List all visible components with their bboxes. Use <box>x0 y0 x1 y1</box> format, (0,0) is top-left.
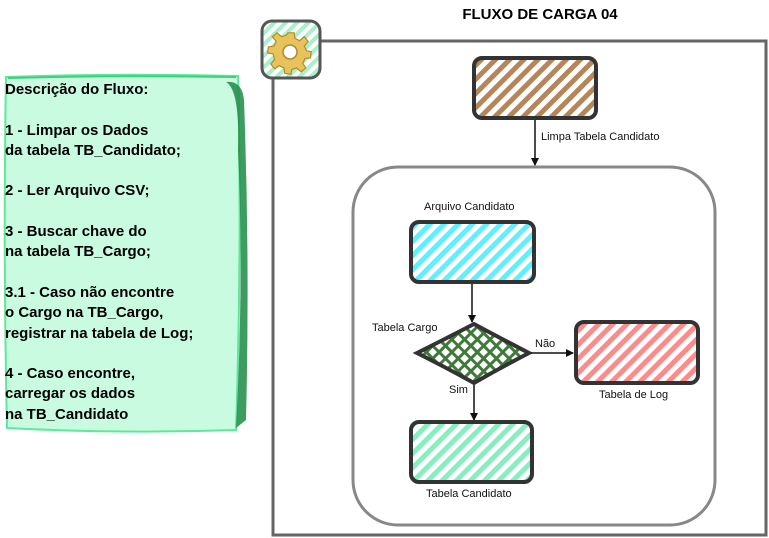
edge-label-nao: Não <box>535 338 556 350</box>
description-text: Descrição do Fluxo: 1 - Limpar os Dados … <box>5 80 237 425</box>
description-line: 2 - Ler Arquivo CSV; <box>5 182 150 200</box>
description-line: 1 - Limpar os Dados <box>5 121 149 139</box>
description-line: na tabela TB_Cargo; <box>5 243 151 261</box>
tabela-log-label: Tabela de Log <box>599 389 669 401</box>
tabela-cargo-label: Tabela Cargo <box>372 322 438 334</box>
description-line: 3 - Buscar chave do <box>5 223 147 241</box>
outer-container <box>271 39 768 537</box>
edge-label-sim: Sim <box>449 384 468 396</box>
description-note <box>3 73 248 433</box>
description-line <box>5 202 237 222</box>
limpa-tabela-label: Limpa Tabela Candidato <box>541 131 660 143</box>
arquivo-candidato-label: Arquivo Candidato <box>424 201 515 213</box>
description-line: Descrição do Fluxo: <box>5 81 149 98</box>
limpa-tabela-node[interactable] <box>472 56 598 120</box>
description-line <box>5 344 237 364</box>
description-line <box>5 161 237 181</box>
description-line: da tabela TB_Candidato; <box>5 141 181 159</box>
tabela-log-node[interactable] <box>574 320 700 385</box>
description-line <box>5 263 237 283</box>
description-line: registrar na tabela de Log; <box>5 324 194 342</box>
description-line <box>5 100 237 120</box>
inner-container <box>351 165 717 527</box>
description-line: na TB_Candidato <box>5 405 129 423</box>
description-line: 4 - Caso encontre, <box>5 365 136 383</box>
tabela-candidato-node[interactable] <box>409 420 534 484</box>
tabela-cargo-decision[interactable] <box>412 321 534 386</box>
description-line: carregar os dados <box>5 385 136 403</box>
diagram-title: FLUXO DE CARGA 04 <box>462 6 618 23</box>
arquivo-candidato-node[interactable] <box>409 220 536 284</box>
gear-icon <box>260 19 322 80</box>
description-line: o Cargo na TB_Cargo, <box>5 304 164 322</box>
description-line: 3.1 - Caso não encontre <box>5 283 175 301</box>
tabela-candidato-label: Tabela Candidato <box>426 488 512 500</box>
